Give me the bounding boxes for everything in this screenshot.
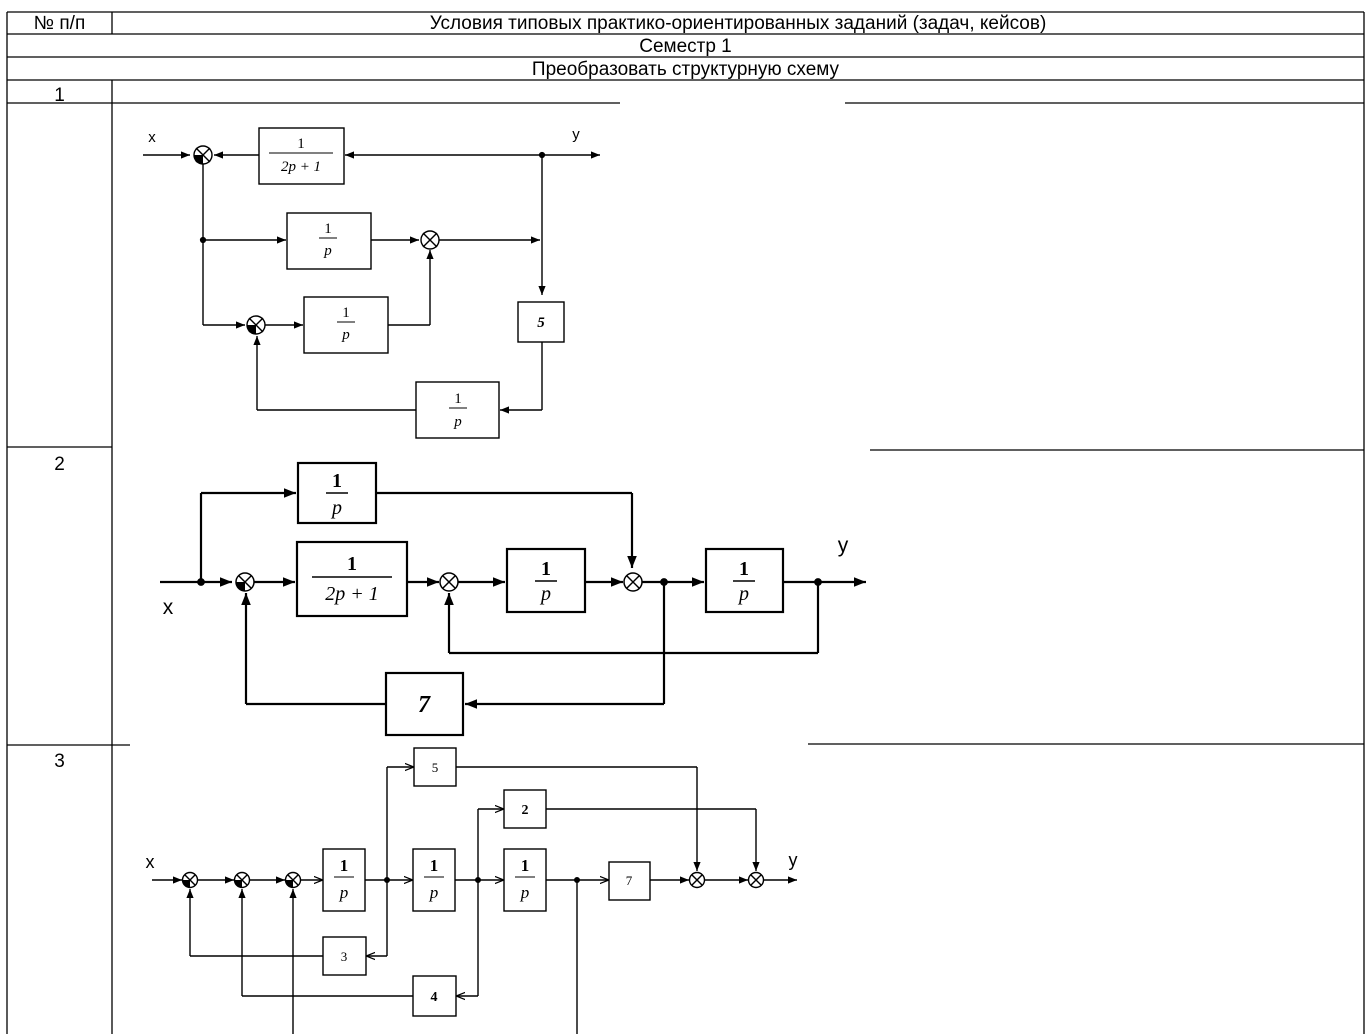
block-gain: 7 bbox=[418, 692, 431, 718]
diagram-1-input-label: x bbox=[148, 129, 156, 146]
block-denominator: p bbox=[520, 883, 530, 902]
block-gain-5 bbox=[517, 301, 565, 343]
diagram-1-output-label: y bbox=[572, 126, 580, 143]
block-numerator: 1 bbox=[430, 856, 439, 875]
summing-junction bbox=[747, 871, 765, 889]
block-1-over-p-out bbox=[704, 547, 785, 614]
diagram-2-output-label: y bbox=[838, 534, 849, 557]
summing-junction bbox=[688, 871, 706, 889]
block-gain: 3 bbox=[341, 949, 348, 964]
block-denominator: 2p + 1 bbox=[281, 159, 321, 175]
block-denominator: p bbox=[429, 883, 439, 902]
block-gain: 4 bbox=[431, 990, 438, 1005]
block-gain: 7 bbox=[626, 873, 633, 888]
block-denominator: p bbox=[737, 583, 749, 605]
block-gain-7 bbox=[608, 861, 651, 901]
row-number-2: 2 bbox=[54, 454, 65, 475]
block-numerator: 1 bbox=[521, 856, 530, 875]
diagram-3-input-label: x bbox=[146, 852, 155, 872]
diagram-2-input-label: x bbox=[163, 596, 174, 619]
block-denominator: p bbox=[339, 883, 349, 902]
diagram-3-output-label: y bbox=[789, 850, 798, 870]
block-gain: 2 bbox=[522, 803, 529, 818]
diagram-1 bbox=[143, 127, 600, 439]
block-numerator: 1 bbox=[739, 558, 749, 580]
column-header-number: № п/п bbox=[33, 13, 86, 34]
block-numerator: 1 bbox=[340, 856, 349, 875]
block-denominator: p bbox=[341, 327, 350, 343]
block-numerator: 1 bbox=[297, 136, 305, 152]
block-1-over-p-a bbox=[286, 212, 372, 270]
block-denominator: p bbox=[323, 243, 332, 259]
block-numerator: 1 bbox=[342, 305, 350, 321]
task-title: Преобразовать структурную схему bbox=[531, 59, 840, 80]
block-numerator: 1 bbox=[332, 470, 342, 492]
diagram-3 bbox=[152, 747, 797, 1034]
block-numerator: 1 bbox=[347, 553, 357, 575]
block-gain: 5 bbox=[432, 760, 439, 775]
block-1-over-p-mid bbox=[505, 547, 587, 614]
block-denominator: p bbox=[330, 497, 342, 519]
block-feedback bbox=[295, 540, 409, 618]
block-denominator: 2p + 1 bbox=[325, 583, 379, 605]
block-numerator: 1 bbox=[454, 391, 462, 407]
block-numerator: 1 bbox=[324, 221, 332, 237]
block-numerator: 1 bbox=[541, 558, 551, 580]
row-number-3: 3 bbox=[54, 751, 65, 772]
block-denominator: p bbox=[539, 583, 551, 605]
block-gain: 5 bbox=[537, 315, 545, 331]
row-number-1: 1 bbox=[54, 85, 65, 106]
block-denominator: p bbox=[453, 414, 462, 430]
column-header-task: Условия типовых практико-ориентированных… bbox=[429, 13, 1047, 34]
diagram-2 bbox=[160, 461, 866, 737]
block-feedback bbox=[258, 127, 345, 185]
semester-label: Семестр 1 bbox=[639, 36, 732, 57]
